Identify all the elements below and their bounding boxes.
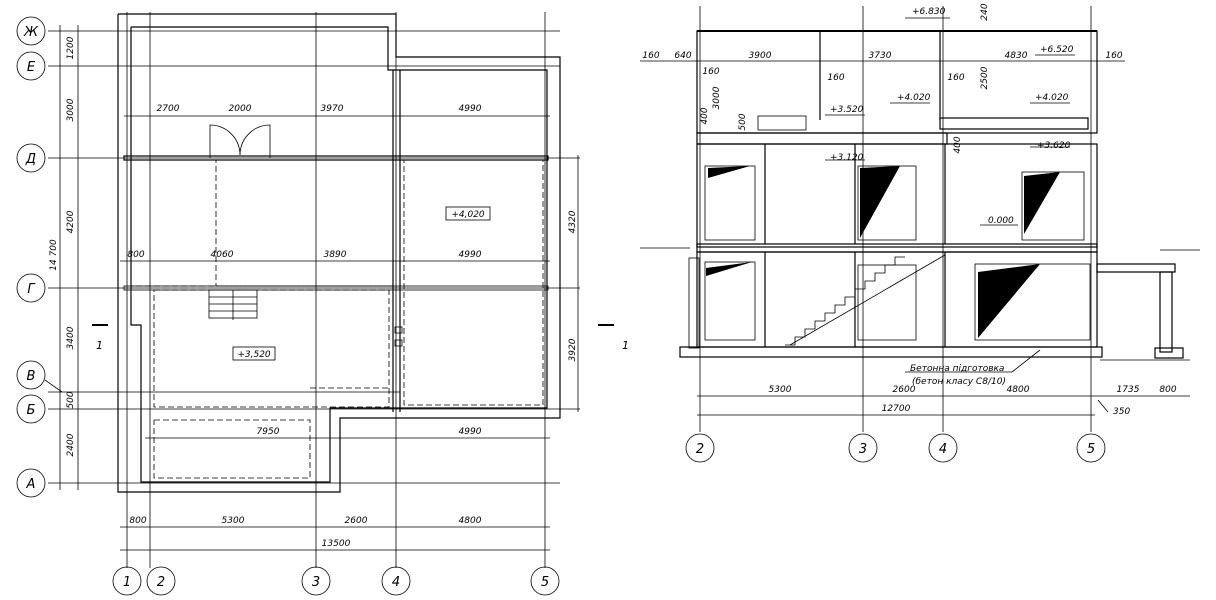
axis-bubble-2: 2 bbox=[146, 566, 176, 596]
section-vdim-1: 3000 bbox=[712, 86, 722, 109]
svg-text:4: 4 bbox=[392, 575, 400, 590]
svg-text:Е: Е bbox=[27, 60, 36, 75]
section-level-2: +6.520 bbox=[1040, 45, 1074, 55]
section-level-3: +4.020 bbox=[897, 93, 931, 103]
svg-text:А: А bbox=[26, 477, 36, 492]
section-level-5: +3.520 bbox=[830, 105, 864, 115]
plan-level-b: +3,520 bbox=[237, 350, 271, 360]
plan-dim-low-2: 4990 bbox=[459, 427, 482, 437]
plan-dim-mid-4: 4990 bbox=[459, 250, 482, 260]
section-dim-top-2: 640 bbox=[674, 51, 691, 61]
plan-dim-bottom-4: 4800 bbox=[459, 516, 482, 526]
plan-dim-mid-3: 3890 bbox=[324, 250, 347, 260]
section-small-160-3: 160 bbox=[947, 73, 964, 83]
axis-bubble-3: 3 bbox=[301, 566, 331, 596]
axis-bubble-ye: Е bbox=[16, 51, 46, 81]
plan-dim-right-2: 3920 bbox=[568, 338, 578, 361]
plan-dim-top-4: 4990 bbox=[459, 104, 482, 114]
plan-dim-top-2: 2000 bbox=[229, 104, 252, 114]
plan-dim-mid-1: 800 bbox=[127, 250, 144, 260]
svg-text:Г: Г bbox=[27, 282, 36, 297]
axis-bubble-4: 4 bbox=[381, 566, 411, 596]
section-axis-bubble-2: 2 bbox=[685, 433, 715, 463]
svg-text:Ж: Ж bbox=[23, 25, 39, 40]
svg-text:4: 4 bbox=[939, 442, 947, 457]
section-axis-bubble-4: 4 bbox=[928, 433, 958, 463]
svg-text:5: 5 bbox=[1087, 442, 1095, 457]
section-small-160-1: 160 bbox=[702, 67, 719, 77]
section-axis-bubble-3: 3 bbox=[848, 433, 878, 463]
section-dim-top-1: 160 bbox=[642, 51, 659, 61]
section-note-2: (бетон класу С8/10) bbox=[912, 377, 1006, 387]
plan-dim-left-3: 4200 bbox=[66, 210, 76, 233]
svg-text:3: 3 bbox=[859, 442, 867, 457]
svg-text:2: 2 bbox=[157, 575, 165, 590]
axis-bubble-g: Г bbox=[16, 273, 46, 303]
plan-dim-bottom-3: 2600 bbox=[345, 516, 368, 526]
section-level-8: 0.000 bbox=[988, 216, 1014, 226]
section-dim-top-6: 160 bbox=[1105, 51, 1122, 61]
plan-dim-left-1: 1200 bbox=[66, 36, 76, 59]
plan-dim-mid-2: 4060 bbox=[211, 250, 234, 260]
section-dim-total: 12700 bbox=[882, 404, 911, 414]
building-section: 160 640 3900 3730 4830 160 160 160 160 3… bbox=[640, 3, 1200, 463]
plan-dim-top-1: 2700 bbox=[157, 104, 180, 114]
section-dim-bottom-5: 800 bbox=[1159, 385, 1176, 395]
axis-bubble-a: А bbox=[16, 468, 46, 498]
floor-plan: 2700 2000 3970 4990 800 4060 3890 4990 7… bbox=[16, 12, 629, 596]
section-level-7: +3.120 bbox=[830, 153, 864, 163]
plan-dim-bottom-1: 800 bbox=[129, 516, 146, 526]
section-vdim-5: 400 bbox=[953, 136, 963, 153]
section-vdim-4: 500 bbox=[738, 113, 748, 130]
svg-text:В: В bbox=[27, 369, 36, 384]
axis-bubble-1: 1 bbox=[112, 566, 142, 596]
section-dim-bottom-3: 4800 bbox=[1007, 385, 1030, 395]
section-note-1: Бетонна підготовка bbox=[910, 364, 1004, 374]
plan-dim-left-6: 2400 bbox=[66, 433, 76, 456]
plan-dim-left-2: 3000 bbox=[66, 98, 76, 121]
section-dim-top-3: 3900 bbox=[749, 51, 772, 61]
section-dim-top-4: 3730 bbox=[869, 51, 892, 61]
axis-bubble-v: В bbox=[16, 360, 46, 390]
svg-text:1: 1 bbox=[123, 575, 131, 590]
plan-dim-top-3: 3970 bbox=[321, 104, 344, 114]
axis-bubble-d: Д bbox=[16, 143, 46, 173]
section-dim-350: 350 bbox=[1113, 407, 1130, 417]
plan-dim-left-5: 500 bbox=[66, 391, 76, 408]
axis-bubble-b: Б bbox=[16, 394, 46, 424]
section-axis-bubble-5: 5 bbox=[1076, 433, 1106, 463]
svg-text:Б: Б bbox=[27, 403, 36, 418]
section-dim-bottom-2: 2600 bbox=[893, 385, 916, 395]
svg-text:2: 2 bbox=[696, 442, 704, 457]
plan-dim-low-1: 7950 bbox=[257, 427, 280, 437]
svg-text:3: 3 bbox=[312, 575, 320, 590]
section-dim-bottom-4: 1735 bbox=[1117, 385, 1140, 395]
axis-bubble-5: 5 bbox=[530, 566, 560, 596]
axis-bubble-zh: Ж bbox=[16, 16, 46, 46]
section-dim-top-5: 4830 bbox=[1005, 51, 1028, 61]
plan-level-a: +4,020 bbox=[451, 210, 485, 220]
plan-dim-right-1: 4320 bbox=[568, 210, 578, 233]
svg-text:5: 5 bbox=[541, 575, 549, 590]
plan-section-mark-right: 1 bbox=[622, 339, 629, 352]
section-level-6: +3.620 bbox=[1037, 141, 1071, 151]
plan-dim-total-left: 14 700 bbox=[49, 239, 59, 271]
section-dim-bottom-1: 5300 bbox=[769, 385, 792, 395]
plan-dim-left-4: 3400 bbox=[66, 326, 76, 349]
svg-text:Д: Д bbox=[25, 152, 36, 167]
section-level-1: +6.830 bbox=[912, 7, 946, 17]
section-small-160-2: 160 bbox=[827, 73, 844, 83]
section-vdim-2: 2500 bbox=[980, 66, 990, 89]
section-level-4: +4.020 bbox=[1035, 93, 1069, 103]
section-vdim-3: 400 bbox=[700, 107, 710, 124]
plan-dim-total-bottom: 13500 bbox=[322, 539, 351, 549]
section-vdim-6: 240 bbox=[980, 3, 990, 20]
plan-section-mark-left: 1 bbox=[96, 339, 103, 352]
plan-dim-bottom-2: 5300 bbox=[222, 516, 245, 526]
